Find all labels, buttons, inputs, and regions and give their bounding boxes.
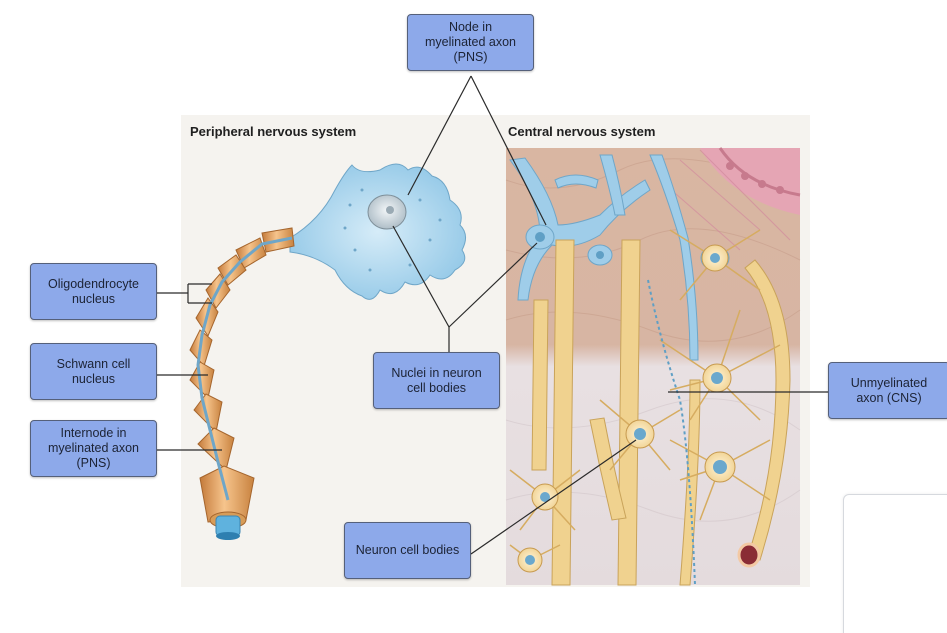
pns-title: Peripheral nervous system [190,124,357,139]
cns-blue-neurons [509,154,730,361]
cns-axons [531,239,791,586]
label-neuron-cell-bodies[interactable]: Neuron cell bodies [344,522,471,579]
label-internode-in-myelinated-axon[interactable]: Internode in myelinated axon (PNS) [30,420,157,477]
label-node-in-myelinated-axon[interactable]: Node in myelinated axon (PNS) [407,14,534,71]
pns-axon-core [196,236,293,501]
cns-glial-cells [509,229,781,561]
label-bank-panel [843,494,947,633]
label-nuclei-in-neuron-cell-bodies[interactable]: Nuclei in neuron cell bodies [373,352,500,409]
cns-title: Central nervous system [508,124,656,139]
cns-nuclei-top [525,253,727,565]
label-schwann-cell-nucleus[interactable]: Schwann cell nucleus [30,343,157,400]
pns-soma-granules [343,188,442,272]
pns-neuron-soma [289,163,466,300]
vessel-cross-section [737,542,761,568]
leader-lines [156,75,830,555]
label-unmyelinated-axon[interactable]: Unmyelinated axon (CNS) [828,362,947,419]
label-oligodendrocyte-nucleus[interactable]: Oligodendrocyte nucleus [30,263,157,320]
blood-vessel [659,147,801,251]
